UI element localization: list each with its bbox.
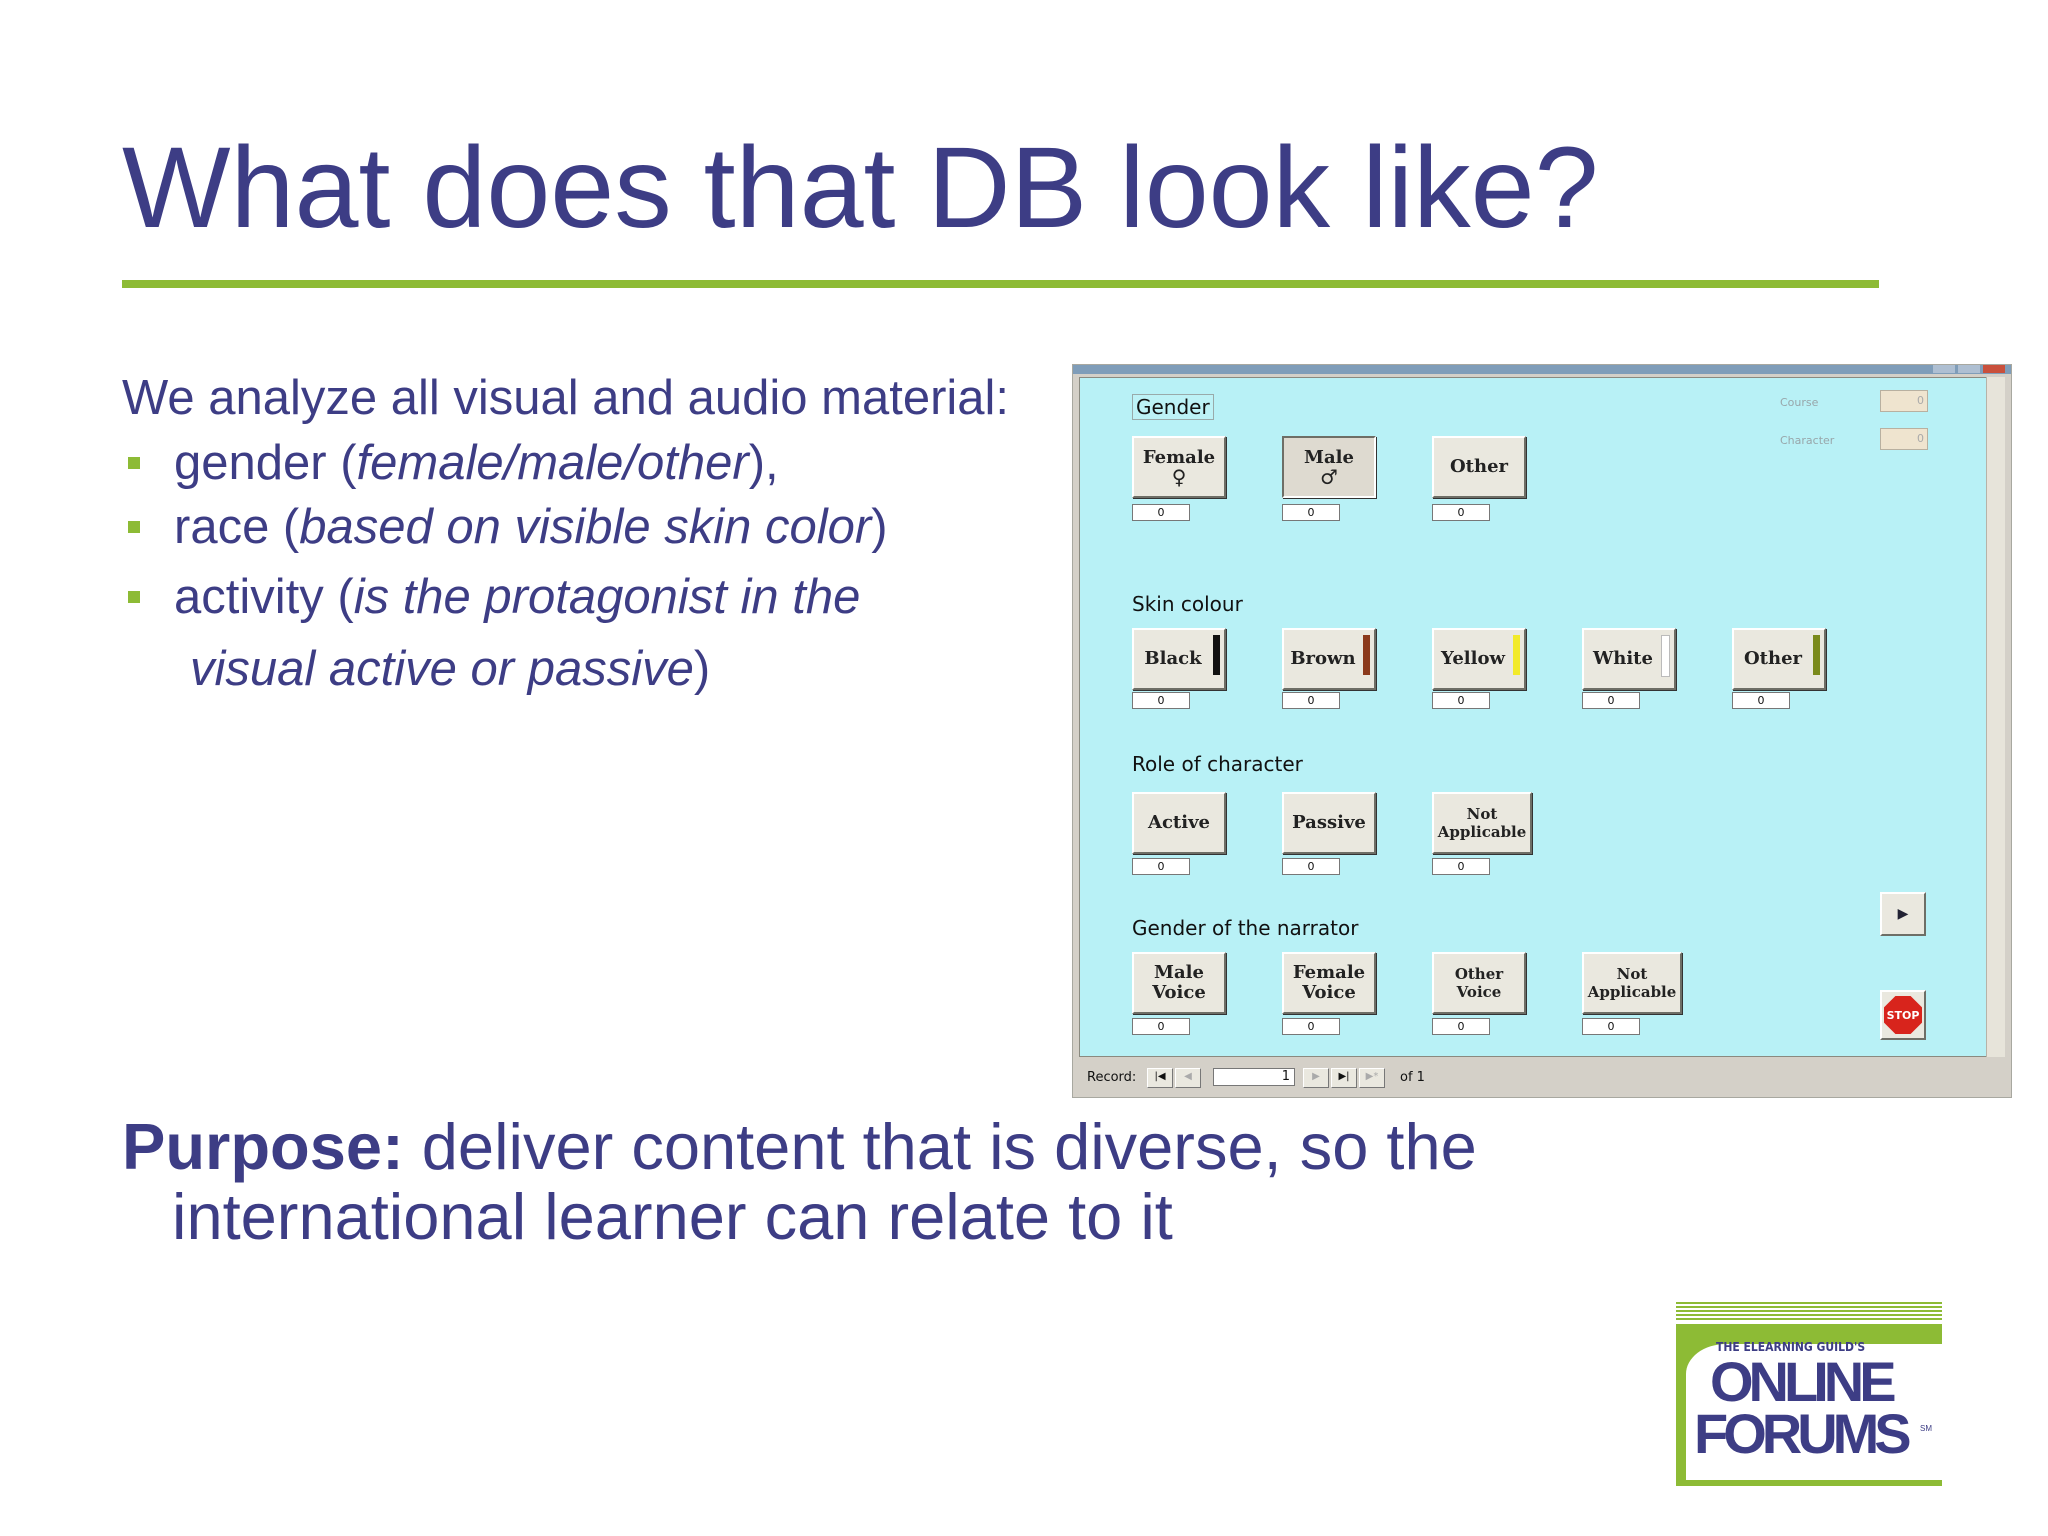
close-icon[interactable] [1983,365,2005,373]
db-form-screenshot: Gender Female ♀ 0 Male ♂ 0 Other 0 Cours… [1072,364,2012,1098]
skin-swatch [1513,635,1520,675]
bullet-race: race (based on visible skin color) [122,496,888,558]
minimize-icon[interactable] [1933,365,1955,373]
section-role: Role of character [1132,752,1303,776]
bullet-square-icon [128,591,140,603]
bullet-list: gender (female/male/other), race (based … [122,432,888,702]
skin-other-count[interactable]: 0 [1732,692,1790,709]
skin-swatch [1213,635,1220,675]
male-icon: ♂ [1320,465,1338,489]
record-count: of 1 [1400,1070,1425,1085]
gender-other-count[interactable]: 0 [1432,504,1490,521]
narrator-male-voice-button[interactable]: Male Voice [1132,952,1226,1014]
female-icon: ♀ [1171,465,1187,489]
logo-stripes [1676,1302,1942,1322]
narrator-other-count[interactable]: 0 [1432,1018,1490,1035]
role-not-applicable-button[interactable]: Not Applicable [1432,792,1532,854]
narrator-female-count[interactable]: 0 [1282,1018,1340,1035]
logo-servicemark: SM [1920,1424,1932,1433]
window-controls [1933,365,2005,374]
form-area: Gender Female ♀ 0 Male ♂ 0 Other 0 Cours… [1079,377,1987,1057]
purpose-statement: Purpose: deliver content that is diverse… [122,1110,1477,1253]
skin-yellow-count[interactable]: 0 [1432,692,1490,709]
character-field[interactable]: 0 [1880,428,1928,450]
next-record-button[interactable]: ▶ [1880,892,1926,936]
course-field[interactable]: 0 [1880,390,1928,412]
gender-other-button[interactable]: Other [1432,436,1526,498]
skin-brown-count[interactable]: 0 [1282,692,1340,709]
narrator-not-applicable-count[interactable]: 0 [1582,1018,1640,1035]
narrator-male-count[interactable]: 0 [1132,1018,1190,1035]
bullet-square-icon [128,521,140,533]
new-record-icon[interactable]: ▶* [1359,1068,1385,1088]
skin-black-count[interactable]: 0 [1132,692,1190,709]
stop-button[interactable]: STOP [1880,990,1926,1040]
intro-text: We analyze all visual and audio material… [122,371,1010,425]
narrator-female-voice-button[interactable]: Female Voice [1282,952,1376,1014]
logo-guild-text: THE ELEARNING GUILD'S [1716,1340,1866,1354]
skin-yellow-button[interactable]: Yellow [1432,628,1526,690]
bullet-square-icon [128,457,140,469]
skin-brown-button[interactable]: Brown [1282,628,1376,690]
role-active-button[interactable]: Active [1132,792,1226,854]
next-record-icon[interactable]: ▶ [1303,1068,1329,1088]
maximize-icon[interactable] [1958,365,1980,373]
narrator-other-voice-button[interactable]: Other Voice [1432,952,1526,1014]
skin-swatch [1363,635,1370,675]
logo-online-text: ONLINE [1710,1350,1897,1413]
section-skin-colour: Skin colour [1132,592,1243,616]
role-active-count[interactable]: 0 [1132,858,1190,875]
online-forums-logo: THE ELEARNING GUILD'S ONLINE FORUMS SM [1676,1302,1942,1486]
skin-other-button[interactable]: Other [1732,628,1826,690]
skin-swatch [1813,635,1820,675]
title-divider [122,280,1879,288]
skin-white-button[interactable]: White [1582,628,1676,690]
course-label: Course [1780,396,1819,409]
skin-black-button[interactable]: Black [1132,628,1226,690]
last-record-icon[interactable]: ▶| [1331,1068,1357,1088]
section-narrator: Gender of the narrator [1132,916,1359,940]
character-label: Character [1780,434,1835,447]
role-not-applicable-count[interactable]: 0 [1432,858,1490,875]
role-passive-button[interactable]: Passive [1282,792,1376,854]
window-titlebar [1073,365,2011,374]
role-passive-count[interactable]: 0 [1282,858,1340,875]
skin-swatch [1661,635,1670,677]
record-label: Record: [1087,1070,1137,1085]
stop-sign-icon: STOP [1884,996,1922,1034]
vertical-scrollbar[interactable] [1986,377,2005,1057]
first-record-icon[interactable]: |◀ [1147,1068,1173,1088]
narrator-not-applicable-button[interactable]: Not Applicable [1582,952,1682,1014]
gender-male-button[interactable]: Male ♂ [1282,436,1376,498]
gender-male-count[interactable]: 0 [1282,504,1340,521]
section-gender: Gender [1132,394,1214,420]
logo-forums-text: FORUMS [1694,1402,1912,1465]
gender-female-button[interactable]: Female ♀ [1132,436,1226,498]
bullet-gender: gender (female/male/other), [122,432,888,494]
prev-record-icon[interactable]: ◀ [1175,1068,1201,1088]
record-number-input[interactable]: 1 [1213,1068,1295,1086]
skin-white-count[interactable]: 0 [1582,692,1640,709]
record-navigation-bar: Record: |◀ ◀ 1 ▶ ▶| ▶* of 1 [1073,1057,2011,1097]
play-right-icon: ▶ [1897,906,1909,922]
gender-female-count[interactable]: 0 [1132,504,1190,521]
bullet-activity: activity (is the protagonist in the visu… [122,566,888,700]
slide-title: What does that DB look like? [122,124,1599,252]
